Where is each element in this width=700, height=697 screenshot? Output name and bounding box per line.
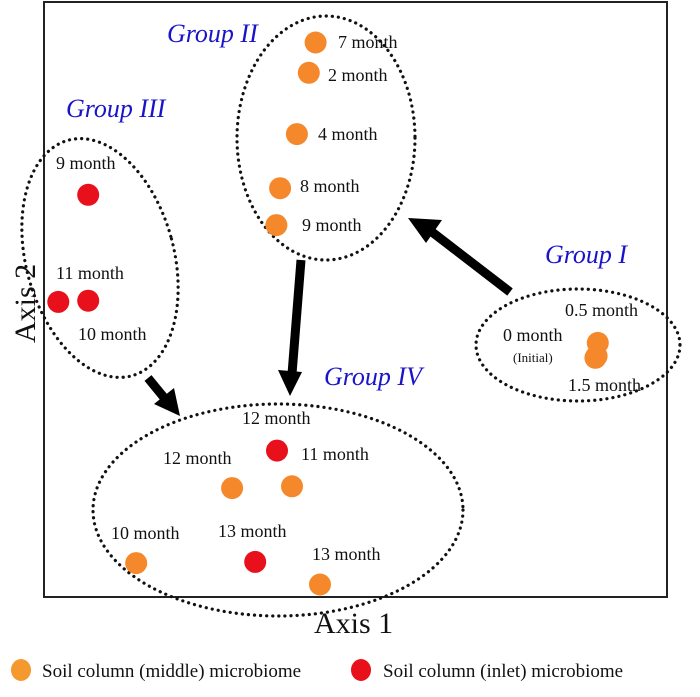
data-point-middle [297,61,320,84]
point-label: 9 month [302,215,362,235]
data-point-middle [281,475,303,498]
data-point-inlet [266,439,288,462]
group-title-iii: Group III [66,94,167,123]
group-title-i: Group I [545,240,628,269]
data-point-inlet [77,183,100,206]
point-label-note: (Initial) [513,350,553,365]
point-label: 2 month [328,65,388,85]
point-labels: 0.5 month 0 month (Initial) 1.5 month 7 … [56,32,641,564]
arrow-group-i-to-ii [408,218,513,296]
point-label: 10 month [111,523,180,543]
ellipse-group-i [474,287,682,403]
point-label: 12 month [242,408,311,428]
data-point-middle [584,346,607,369]
legend-marker-inlet [351,659,371,681]
point-label: 7 month [338,32,398,52]
group-ellipses [20,14,682,618]
legend-label-middle: Soil column (middle) microbiome [42,661,301,682]
legend-label-inlet: Soil column (inlet) microbiome [383,661,623,682]
point-label: 12 month [163,448,232,468]
arrow-group-ii-to-iv [278,259,306,396]
data-point-middle [309,573,331,596]
point-label: 4 month [318,124,378,144]
data-point-middle [125,552,148,575]
point-label: 0.5 month [565,300,638,320]
data-points [47,31,609,596]
data-point-middle [269,177,292,200]
x-axis-label: Axis 1 [314,607,393,640]
data-point-middle [221,477,244,500]
transition-arrows [144,218,513,416]
point-label: 11 month [301,444,369,464]
point-label: 10 month [78,324,147,344]
point-label: 0 month [503,325,563,345]
point-label: 13 month [312,544,381,564]
plot-frame [43,1,668,598]
ellipse-group-iv [91,402,465,618]
ellipse-group-iii [20,137,180,379]
data-point-middle [285,123,308,146]
point-label: 9 month [56,153,116,173]
arrow-group-iii-to-iv [144,375,180,416]
group-title-iv: Group IV [324,362,425,391]
ellipse-group-ii [235,14,417,262]
data-point-inlet [77,289,100,312]
y-axis-label: Axis 2 [9,264,42,343]
point-label: 8 month [300,176,360,196]
data-point-inlet [47,290,70,313]
data-point-inlet [244,550,267,573]
point-label: 13 month [218,521,287,541]
legend: Soil column (middle) microbiome Soil col… [11,659,623,682]
legend-marker-middle [11,659,31,681]
point-label: 1.5 month [568,375,641,395]
data-point-middle [265,214,288,237]
point-label: 11 month [56,263,124,283]
data-point-middle [304,31,327,54]
group-title-ii: Group II [167,19,259,48]
